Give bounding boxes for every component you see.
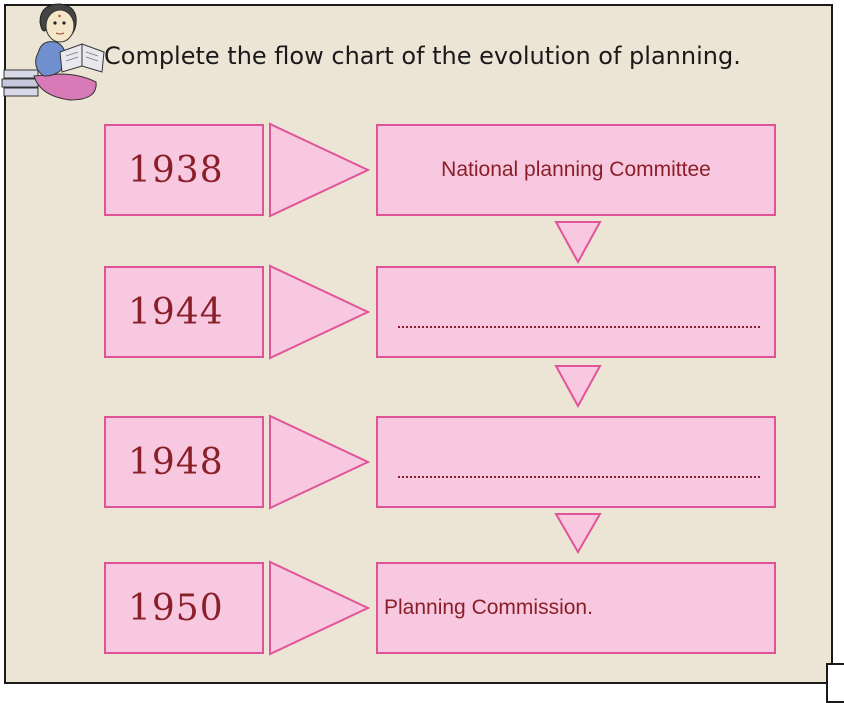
flow-box-4: Planning Commission. bbox=[376, 562, 776, 654]
year-box-1950: 1950 bbox=[104, 562, 264, 654]
flow-box-1: National planning Committee bbox=[376, 124, 776, 216]
flow-box-2[interactable] bbox=[376, 266, 776, 358]
flow-box-label: National planning Committee bbox=[441, 158, 711, 181]
instruction-text: Complete the flow chart of the evolution… bbox=[104, 42, 741, 70]
right-arrow-icon bbox=[269, 560, 371, 656]
down-arrow-icon bbox=[554, 365, 602, 409]
answer-line bbox=[398, 476, 760, 478]
year-box-1938: 1938 bbox=[104, 124, 264, 216]
right-arrow-icon bbox=[269, 414, 371, 510]
flow-box-label: Planning Commission. bbox=[384, 596, 593, 619]
answer-line bbox=[398, 326, 760, 328]
reading-girl-icon bbox=[1, 3, 105, 101]
flow-box-3[interactable] bbox=[376, 416, 776, 508]
down-arrow-icon bbox=[554, 513, 602, 554]
right-arrow-icon bbox=[269, 264, 371, 360]
down-arrow-icon bbox=[554, 221, 602, 265]
year-box-1948: 1948 bbox=[104, 416, 264, 508]
year-box-1944: 1944 bbox=[104, 266, 264, 358]
right-arrow-icon bbox=[269, 122, 371, 218]
